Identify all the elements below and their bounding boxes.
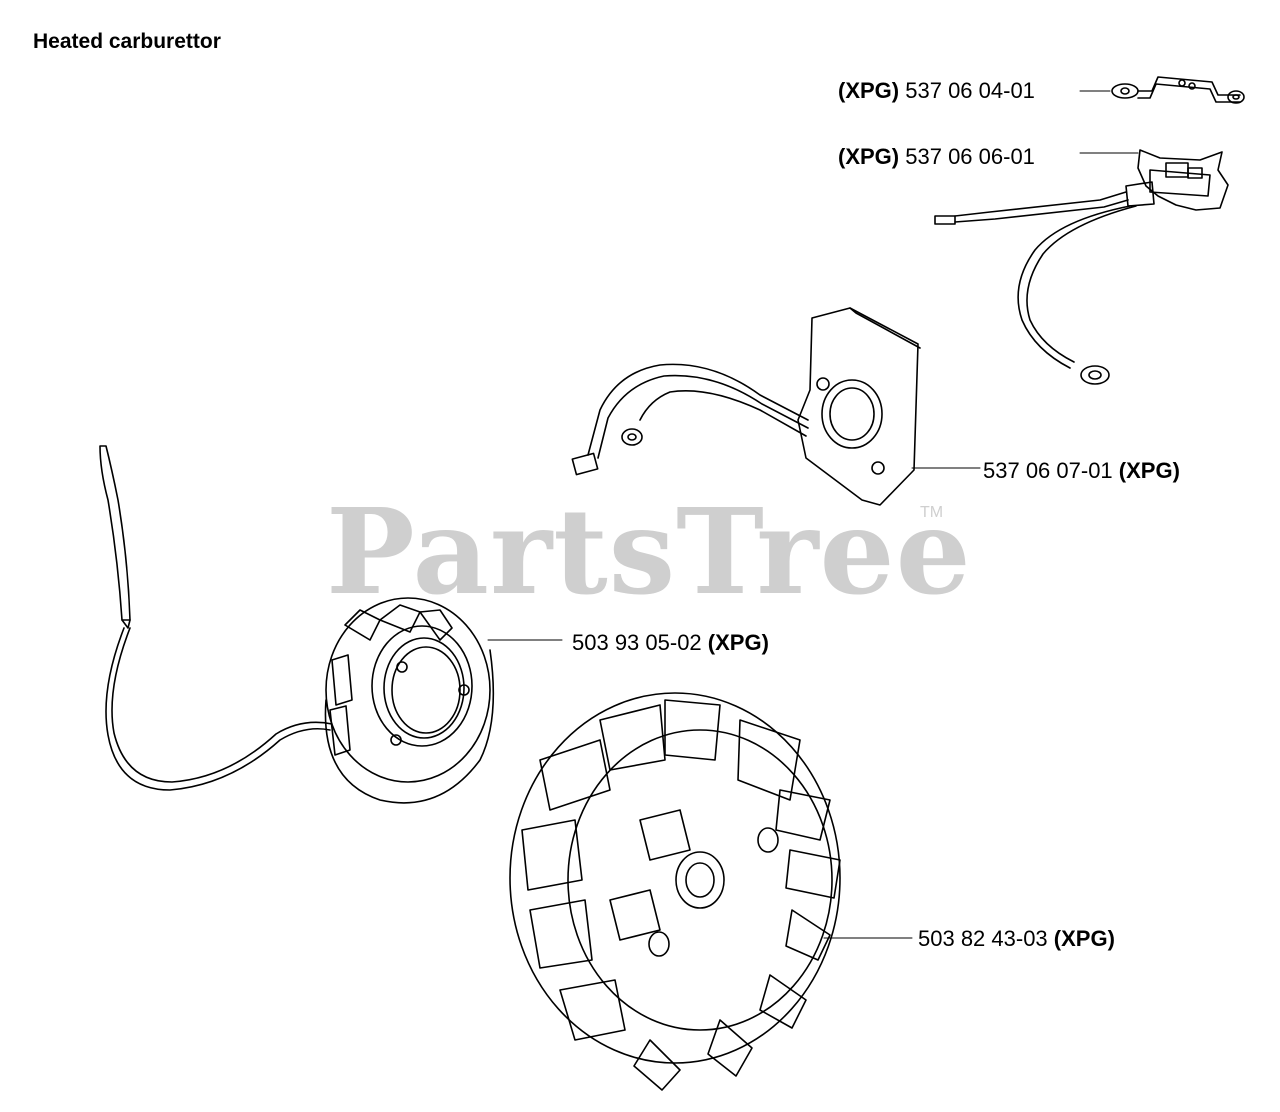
callout-tag: (XPG) bbox=[838, 78, 900, 103]
callout-part-number: 537 06 06-01 bbox=[905, 144, 1035, 169]
callout-generator[interactable]: 503 93 05-02 (XPG) bbox=[572, 630, 769, 656]
heater-part[interactable] bbox=[571, 307, 981, 506]
bracket-part[interactable] bbox=[1079, 76, 1245, 104]
callout-switch[interactable]: (XPG) 537 06 06-01 bbox=[838, 144, 1035, 170]
callout-tag: (XPG) bbox=[1053, 926, 1115, 951]
partstree-watermark: PartsTree bbox=[326, 482, 972, 621]
trademark-mark: TM bbox=[920, 504, 944, 521]
page-title: Heated carburettor bbox=[33, 30, 221, 53]
flywheel-part[interactable] bbox=[509, 692, 913, 1091]
callout-part-number: 537 06 07-01 bbox=[983, 458, 1113, 483]
callout-tag: (XPG) bbox=[707, 630, 769, 655]
callout-tag: (XPG) bbox=[838, 144, 900, 169]
callout-part-number: 537 06 04-01 bbox=[905, 78, 1035, 103]
callout-heater[interactable]: 537 06 07-01 (XPG) bbox=[983, 458, 1180, 484]
callout-part-number: 503 93 05-02 bbox=[572, 630, 702, 655]
callout-part-number: 503 82 43-03 bbox=[918, 926, 1048, 951]
callout-flywheel[interactable]: 503 82 43-03 (XPG) bbox=[918, 926, 1115, 952]
switch-part[interactable] bbox=[934, 149, 1229, 385]
generator-part[interactable] bbox=[99, 445, 563, 804]
callout-tag: (XPG) bbox=[1118, 458, 1180, 483]
callout-bracket[interactable]: (XPG) 537 06 04-01 bbox=[838, 78, 1035, 104]
